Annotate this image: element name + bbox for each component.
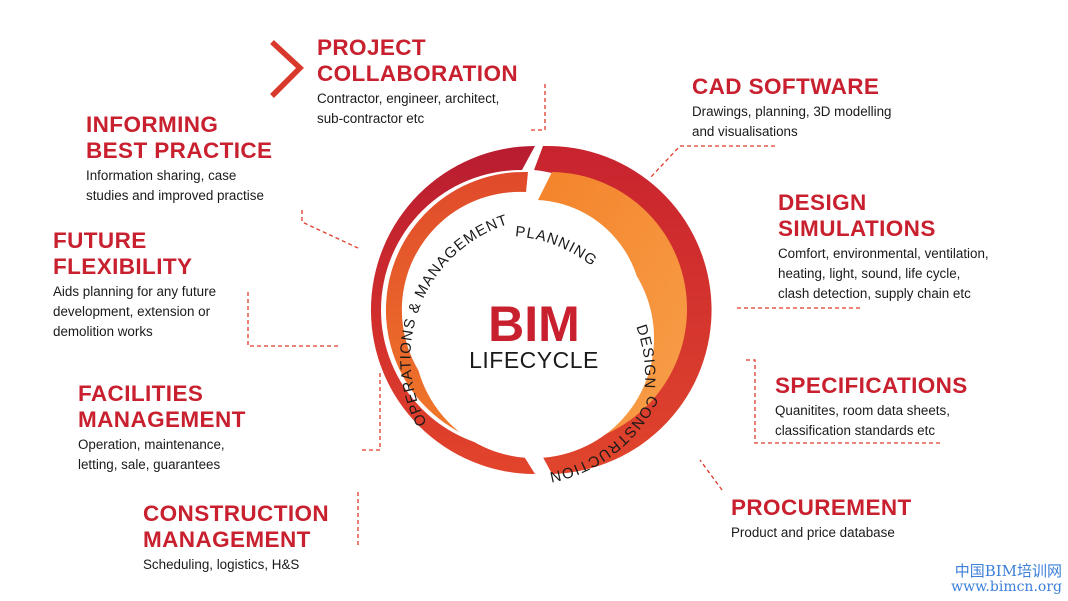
center-title: BIM — [488, 296, 580, 352]
callout-description: Product and price database — [731, 525, 895, 540]
leader-future-flexibility — [247, 292, 340, 347]
callout-heading: PROCUREMENT — [731, 495, 912, 520]
callout-description: Quanitites, room data sheets,classificat… — [775, 403, 950, 438]
callout-procurement: PROCUREMENT Product and price database — [731, 495, 912, 543]
leader-lines — [247, 84, 940, 548]
leader-specifications — [745, 359, 940, 444]
center-disc — [414, 218, 654, 458]
callout-description: Comfort, environmental, ventilation,heat… — [778, 246, 989, 301]
leader-informing-best-practice — [301, 210, 359, 249]
callout-specifications: SPECIFICATIONS Quanitites, room data she… — [775, 373, 968, 441]
leader-project-collaboration — [530, 84, 546, 131]
callout-heading: CAD SOFTWARE — [692, 74, 880, 99]
watermark-url: www.bimcn.org — [951, 579, 1062, 595]
callout-description: Operation, maintenance,letting, sale, gu… — [78, 437, 225, 472]
leader-procurement — [699, 459, 723, 491]
leader-cad-software — [649, 145, 775, 179]
callout-description: Contractor, engineer, architect,sub-cont… — [317, 91, 500, 126]
leader-facilities-management — [360, 373, 381, 451]
center-subtitle: LIFECYCLE — [469, 347, 599, 373]
chevron-right-icon — [270, 39, 304, 98]
callout-cad-software: CAD SOFTWARE Drawings, planning, 3D mode… — [692, 74, 891, 142]
watermark-title: 中国BIM培训网 — [954, 562, 1062, 580]
callout-description: Scheduling, logistics, H&S — [143, 557, 300, 572]
ring-right-outer — [534, 145, 712, 474]
callout-heading: SPECIFICATIONS — [775, 373, 968, 398]
